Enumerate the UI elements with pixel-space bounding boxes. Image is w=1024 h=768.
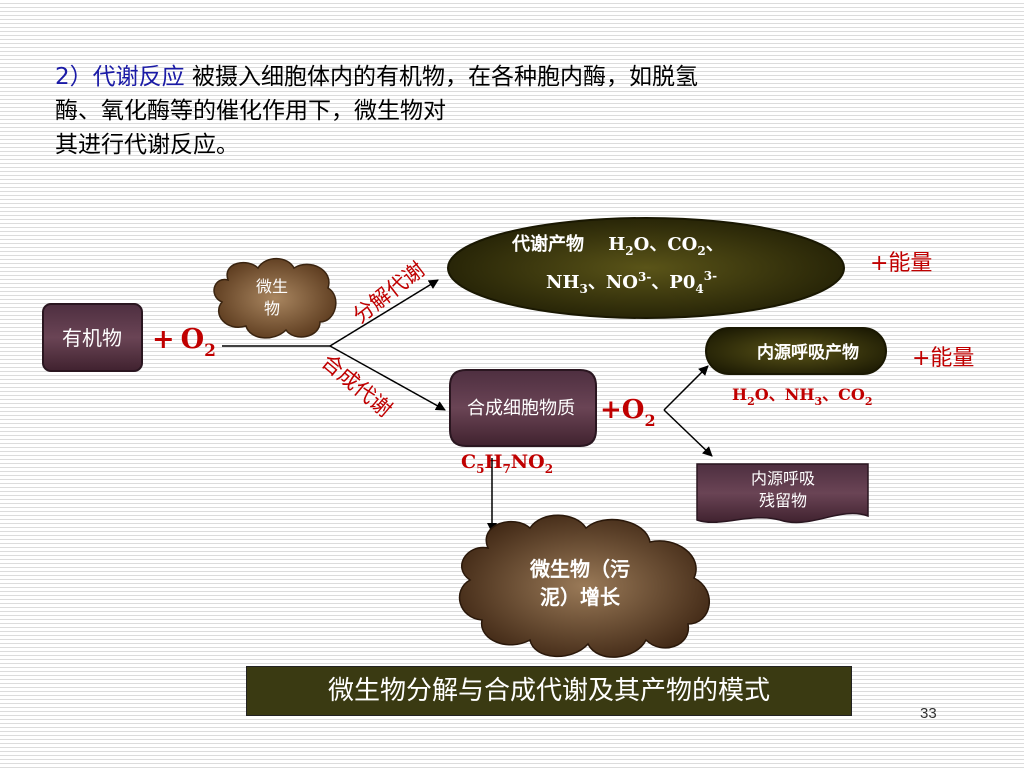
endogenous-formula: H2O、NH3、CO2 bbox=[732, 385, 872, 408]
endogenous-products-label: 内源呼吸产物 bbox=[757, 342, 859, 363]
plus-oxygen: +O2 bbox=[152, 324, 216, 361]
residue-box bbox=[696, 463, 869, 524]
growth-label-2: 泥）增长 bbox=[540, 585, 621, 609]
growth-label-1: 微生物（污 bbox=[529, 557, 630, 581]
intro-text-1: 被摄入细胞体内的有机物，在各种胞内酶，如脱氢 bbox=[184, 64, 698, 90]
metabolic-products-line1: 代谢产物 H2O、CO2、 bbox=[511, 233, 724, 258]
microbe-label-2: 物 bbox=[264, 299, 280, 318]
endogenous-arrow-up bbox=[663, 365, 709, 411]
synthesized-cells-shape bbox=[449, 369, 597, 447]
organic-matter-box bbox=[42, 303, 143, 372]
catabolism-arrow bbox=[329, 279, 439, 347]
microbe-cloud bbox=[213, 257, 337, 339]
plus-sign: + bbox=[152, 324, 175, 355]
plus-oxygen-2: +O2 bbox=[600, 395, 656, 430]
metabolic-products-ellipse bbox=[447, 217, 845, 319]
residue-label-1: 内源呼吸 bbox=[751, 469, 815, 488]
oxygen-subscript: 2 bbox=[204, 341, 216, 361]
cell-formula: C5H7NO2 bbox=[461, 451, 553, 476]
energy-label-1: +能量 bbox=[870, 251, 932, 276]
synthesized-cells-label: 合成细胞物质 bbox=[467, 398, 575, 419]
page-number: 33 bbox=[920, 705, 937, 722]
intro-paragraph: 2）代谢反应 被摄入细胞体内的有机物，在各种胞内酶，如脱氢 酶、氧化酶等的催化作… bbox=[55, 60, 955, 162]
residue-label-2: 残留物 bbox=[759, 491, 807, 510]
energy-label-2: +能量 bbox=[912, 346, 974, 371]
metabolic-products-label: 代谢产物 bbox=[511, 233, 584, 255]
section-label: 2）代谢反应 bbox=[55, 64, 185, 90]
water-h: H bbox=[608, 234, 625, 255]
diagram-caption: 微生物分解与合成代谢及其产物的模式 bbox=[246, 666, 852, 716]
endogenous-arrow-down bbox=[663, 409, 713, 457]
intro-text-2: 酶、氧化酶等的催化作用下，微生物对 bbox=[55, 98, 446, 124]
oxygen-symbol: O bbox=[181, 324, 205, 355]
intro-text-3: 其进行代谢反应。 bbox=[55, 132, 239, 158]
anabolism-arrow bbox=[329, 345, 446, 411]
organic-matter-label: 有机物 bbox=[62, 326, 122, 350]
sludge-growth-cloud bbox=[458, 514, 710, 658]
endogenous-products-pill bbox=[705, 327, 887, 375]
metabolic-products-line2: NH3、NO3-、P043- bbox=[546, 269, 717, 296]
microbe-label-1: 微生 bbox=[256, 277, 288, 296]
